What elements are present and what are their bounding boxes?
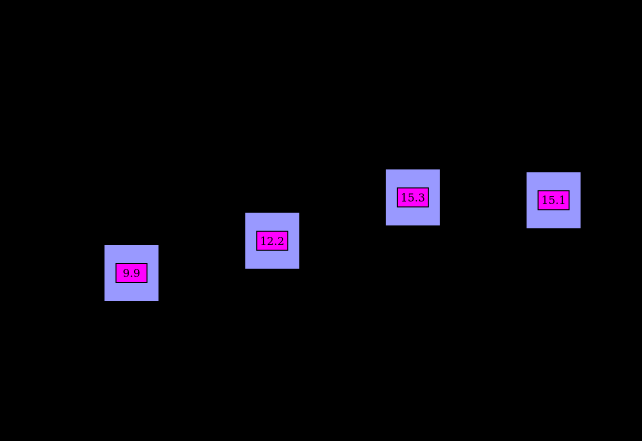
data-points: 9.9 12.2 15.3 15.1	[104, 169, 581, 301]
value-label-box	[396, 187, 429, 208]
data-point: 15.3	[385, 169, 440, 226]
value-label-box	[537, 190, 570, 211]
value-label: 15.1	[541, 194, 566, 207]
data-point: 12.2	[245, 212, 300, 269]
value-label: 9.9	[123, 267, 141, 280]
value-label: 15.3	[401, 191, 426, 204]
value-label-box	[115, 263, 148, 283]
value-label-box	[256, 230, 289, 251]
data-point: 15.1	[526, 172, 581, 229]
data-point: 9.9	[104, 245, 159, 301]
value-label: 12.2	[260, 235, 285, 248]
